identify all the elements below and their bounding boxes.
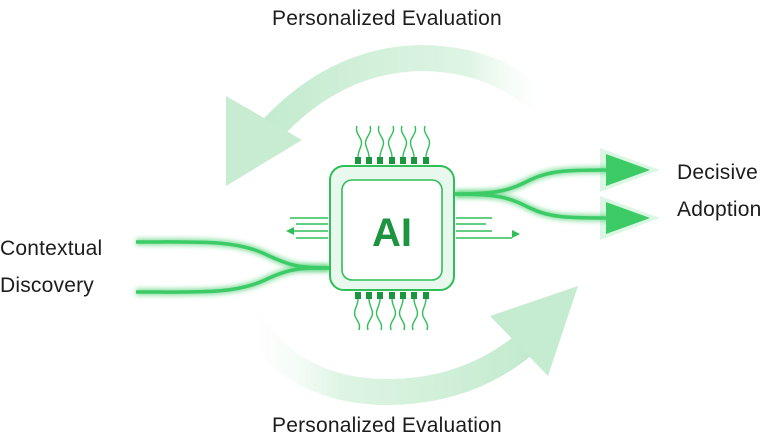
chip-pin-top <box>389 157 395 164</box>
chip-wire-top <box>423 125 431 158</box>
bottom-arc-label: Personalized Evaluation <box>272 414 502 437</box>
top-cycle-arrow <box>226 44 566 186</box>
input-line-bottom <box>135 266 331 294</box>
chip-pin-top <box>423 157 429 164</box>
chip-pin-top <box>355 157 361 164</box>
data-flow-arrows <box>286 217 520 239</box>
chip-pin-bottom <box>389 292 395 299</box>
chip-pin-top <box>377 157 383 164</box>
chip-pin-bottom <box>423 292 429 299</box>
right-label-line1: Decisive <box>677 161 758 184</box>
output-line-bottom <box>454 192 611 220</box>
chip-inner <box>341 179 443 281</box>
output-arrowhead-bottom <box>606 202 650 234</box>
top-arc-band <box>252 44 566 149</box>
chip-label: AI <box>372 211 412 255</box>
chip-wire-top <box>387 125 395 158</box>
left-label-line1: Contextual <box>0 237 103 260</box>
chip-wire-bottom <box>389 298 397 331</box>
right-small-arrowhead <box>512 230 520 238</box>
output-arrowhead-top <box>606 154 650 186</box>
chip-wire-bottom <box>366 298 374 331</box>
chip-wire-top <box>409 125 417 158</box>
chip-wire-top <box>355 125 363 158</box>
chip-wire-bottom <box>375 298 383 331</box>
chip-pin-top <box>366 157 372 164</box>
chip-wire-bottom <box>353 298 361 331</box>
output-lines <box>454 148 660 240</box>
bottom-arrowhead <box>490 286 578 376</box>
bottom-cycle-arrow <box>226 286 578 406</box>
input-lines <box>135 238 331 296</box>
chip-wire-bottom <box>411 298 419 331</box>
chip-wire-bottom <box>398 298 406 331</box>
output-line-top <box>454 168 611 196</box>
chip-wire-top <box>364 125 372 158</box>
left-label-line2: Discovery <box>0 274 94 297</box>
chip-pin-bottom <box>355 292 361 299</box>
chip-pin-bottom <box>400 292 406 299</box>
chip-pin-top <box>400 157 406 164</box>
chip-pin-bottom <box>411 292 417 299</box>
right-label-line2: Adoption <box>677 198 762 221</box>
chip-pin-top <box>411 157 417 164</box>
chip-wire-top <box>400 125 408 158</box>
top-arrowhead <box>226 96 302 186</box>
top-arc-label: Personalized Evaluation <box>272 7 502 30</box>
chip-wires <box>353 125 431 331</box>
left-small-arrowhead <box>286 227 294 235</box>
chip-wire-bottom <box>421 298 429 331</box>
bottom-arc-band <box>226 294 541 406</box>
ai-chip: AI <box>329 165 455 291</box>
chip-pin-bottom <box>366 292 372 299</box>
chip-pin-bottom <box>377 292 383 299</box>
chip-wire-top <box>377 125 385 158</box>
chip-pins <box>355 157 429 299</box>
